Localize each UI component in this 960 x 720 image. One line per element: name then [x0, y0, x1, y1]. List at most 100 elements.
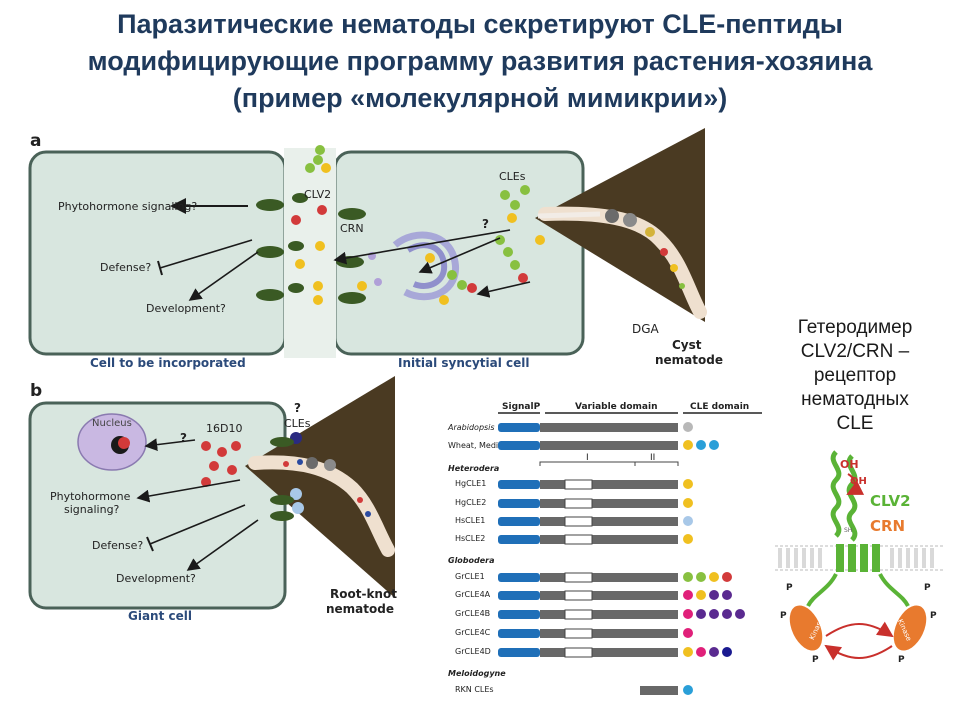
receptor-caption: Гетеродимер CLV2/CRN – рецептор нематодн… — [770, 316, 940, 436]
header-cle: CLE domain — [690, 402, 749, 412]
golgi-vesicle — [374, 278, 382, 286]
row-label: GrCLE4B — [455, 609, 490, 618]
linker — [806, 573, 838, 608]
row-label: Arabidopsis — [447, 423, 495, 432]
caption-line-4: нематодных — [801, 389, 909, 410]
root-knot-label-2: nematode — [326, 602, 394, 616]
domain-table: SignalP Variable domain CLE domain Arabi… — [447, 402, 762, 695]
arrow-cles — [333, 229, 511, 265]
bracket-ii — [634, 461, 679, 466]
phosphate-label: P — [898, 655, 905, 665]
crn-label: CRN — [340, 222, 364, 235]
left-cell-label: Cell to be incorporated — [90, 356, 246, 370]
panel-a: a Cell to be incorporated Initial syncyt… — [28, 128, 723, 370]
title-line-1: Паразитические нематоды секретируют CLE-… — [117, 9, 843, 39]
arrow-peptide — [476, 281, 531, 298]
inhibit-bar — [157, 260, 163, 276]
cell-to-be-incorporated — [28, 150, 287, 356]
arrow-to-golgi — [418, 237, 501, 274]
gland-vesicle — [324, 459, 336, 471]
inhibit-defense — [149, 504, 246, 545]
gland-vesicle — [645, 227, 655, 237]
gland-vesicle — [679, 283, 685, 289]
group-label: Heterodera — [448, 464, 499, 473]
giant-cell-label: Giant cell — [128, 609, 192, 623]
row-label: Wheat, Medicago — [448, 441, 518, 450]
question-mark: ? — [482, 217, 489, 231]
gland-vesicle — [605, 209, 619, 223]
kinase-domain-left — [789, 605, 823, 651]
transmembrane — [836, 544, 844, 572]
defense-label: Defense? — [100, 261, 151, 274]
phosphate-label: P — [930, 611, 937, 621]
row-label: HsCLE2 — [455, 534, 485, 543]
bracket-ii-label: II — [650, 453, 655, 463]
oh-arrow — [846, 473, 865, 495]
phosphate-label: P — [786, 583, 793, 593]
caption-line-1: Гетеродимер — [797, 317, 913, 338]
clv2-lrr — [846, 454, 858, 542]
defense-label: Defense? — [92, 539, 143, 552]
panel-b: b Giant cell Nucleus Root-knot nematode … — [28, 376, 397, 623]
clv2-crn-receptor: OH OH CLV2 CRN SH Kinase Kinase P P P P … — [775, 450, 945, 665]
slide-title: Паразитические нематоды секретируют CLE-… — [0, 6, 960, 117]
header-variable: Variable domain — [575, 402, 657, 412]
receptor-complex — [270, 437, 294, 521]
title-line-3: (пример «молекулярной мимикрии») — [232, 83, 728, 113]
nucleolus-marker — [118, 437, 130, 449]
inhibit-bar — [146, 536, 154, 552]
row-label: GrCLE4A — [455, 590, 491, 599]
caption-line-3: рецептор — [813, 365, 897, 386]
bracket-i-label: I — [586, 453, 589, 463]
root-knot-nematode-body — [245, 376, 395, 598]
arrow-development — [186, 519, 259, 571]
arrow-development — [188, 251, 259, 301]
row-label: GrCLE4C — [455, 628, 491, 637]
row-label: HsCLE1 — [455, 516, 485, 525]
golgi-apparatus — [392, 231, 459, 301]
cyst-nematode-label-1: Cyst — [672, 338, 702, 352]
stylet — [537, 211, 601, 219]
phosphate-label: P — [924, 583, 931, 593]
gland-vesicle — [623, 213, 637, 227]
title-line-2: модифицирующие программу развития растен… — [87, 46, 873, 76]
phosphate-label: P — [780, 611, 787, 621]
apoplast — [284, 148, 336, 358]
development-label: Development? — [116, 572, 196, 585]
arrow-to-nucleus — [144, 438, 196, 451]
transmembrane — [860, 544, 868, 572]
peptides-16d10 — [201, 432, 304, 514]
row-label: HgCLE1 — [455, 479, 486, 488]
panel-b-letter: b — [30, 381, 42, 401]
question-mark: ? — [180, 431, 187, 445]
gland-vesicle — [670, 264, 678, 272]
arrow-phytohormone — [136, 479, 241, 503]
gland-vesicle — [306, 457, 318, 469]
gland-vesicle — [365, 511, 371, 517]
cle-peptides — [291, 145, 545, 305]
dga-label: DGA — [632, 322, 660, 336]
receptor-complex — [256, 193, 366, 304]
sh-label: SH — [844, 527, 852, 534]
clv2-label: CLV2 — [304, 188, 331, 201]
phytohormone-label-1: Phytohormone — [50, 490, 131, 503]
crn-receptor-label: CRN — [870, 517, 905, 535]
kinase-domain-right — [893, 605, 927, 651]
transmembrane — [848, 544, 856, 572]
gland-vesicle — [297, 459, 303, 465]
group-label: Globodera — [448, 556, 495, 565]
cles-label: CLEs — [499, 170, 526, 183]
phosphate-label: P — [812, 655, 819, 665]
panel-a-letter: a — [30, 131, 41, 151]
gene-label: 16D10 — [206, 422, 242, 435]
caption-line-5: CLE — [836, 413, 874, 434]
phytohormone-label-2: signaling? — [64, 503, 120, 516]
group-label: Meloidogyne — [448, 669, 506, 678]
domain-bars — [498, 422, 745, 695]
gland-vesicle — [283, 461, 289, 467]
row-label: GrCLE1 — [455, 572, 485, 581]
phospho-arrow — [824, 644, 893, 661]
phytohormone-label: Phytohormone signaling? — [58, 200, 197, 213]
oh-label: OH — [840, 458, 859, 471]
